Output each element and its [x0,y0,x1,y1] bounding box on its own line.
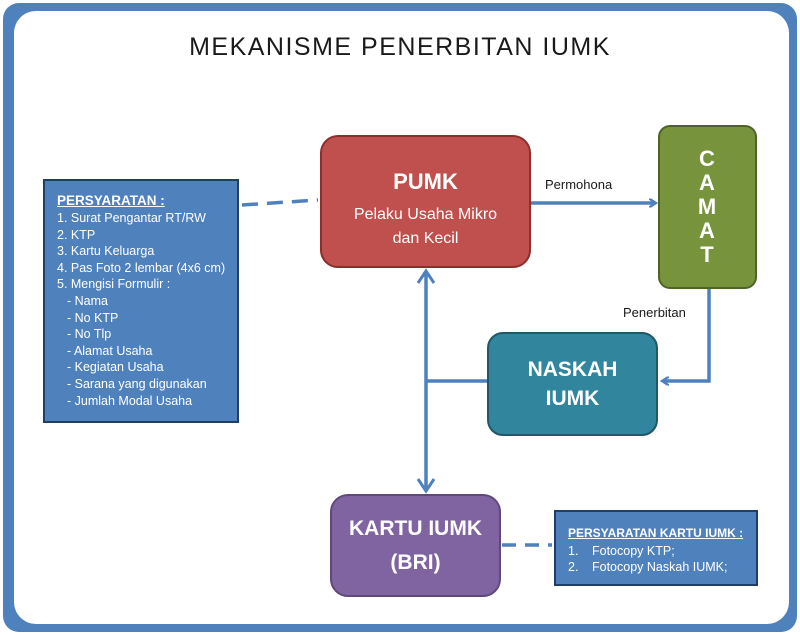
formulir-field: - Alamat Usaha [67,343,153,358]
arrowhead-up [416,268,436,284]
formulir-field: - Nama [67,293,108,308]
camat-letter: M [697,194,718,219]
persyaratan-kartu-item: 2. Fotocopy Naskah IUMK; [568,559,756,575]
persyaratan-kartu-title: PERSYARATAN KARTU IUMK : [568,526,744,540]
naskah-line2: IUMK [545,387,600,410]
pumk-subtitle: Pelaku Usaha Mikro dan Kecil [322,203,529,251]
kartu-iumk-box: KARTU IUMK (BRI) [330,494,501,597]
camat-letter: C [699,146,716,171]
persyaratan-item: 1. Surat Pengantar RT/RW [57,211,206,225]
pumk-box: PUMK Pelaku Usaha Mikro dan Kecil [320,135,531,268]
persyaratan-link [241,198,319,207]
permohonan-label: Permohona [545,177,613,192]
item-number: 2. [568,560,579,574]
persyaratan-kartu-box: PERSYARATAN KARTU IUMK : 1. Fotocopy KTP;… [554,510,758,586]
naskah-iumk-box: NASKAH IUMK [487,332,658,436]
pumk-subtitle-line2: dan Kecil [392,230,459,247]
pumk-heading: PUMK [393,169,458,194]
persyaratan-kartu-item: 1. Fotocopy KTP; [568,543,756,559]
arrowhead-down [416,478,436,494]
item-text: Fotocopy Naskah IUMK; [592,560,728,574]
item-text: Fotocopy KTP; [592,544,675,558]
pumk-subtitle-line1: Pelaku Usaha Mikro [353,206,498,223]
penerbitan-label: Penerbitan [623,305,686,320]
camat-box: C A M A T [658,125,757,289]
naskah-line1: NASKAH [527,358,618,381]
persyaratan-item: 4. Pas Foto 2 lembar (4x6 cm) [57,260,226,275]
formulir-field: - Sarana yang digunakan [67,376,207,391]
formulir-field: - No Tlp [67,327,112,342]
persyaratan-box: PERSYARATAN : 1. Surat Pengantar RT/RW 2… [43,179,239,423]
persyaratan-item: 2. KTP [57,227,96,242]
camat-letter: T [700,242,715,267]
diagram-title: MEKANISME PENERBITAN IUMK [189,33,611,61]
formulir-field: - No KTP [67,310,119,325]
formulir-field: - Kegiatan Usaha [67,360,164,375]
formulir-field: - Jumlah Modal Usaha [67,393,193,408]
persyaratan-item: 3. Kartu Keluarga [57,244,155,259]
penerbitan-arrow [663,289,711,381]
persyaratan-item: 5. Mengisi Formulir : [57,277,171,292]
persyaratan-title: PERSYARATAN : [57,193,165,208]
kartu-line2: (BRI) [390,550,441,574]
camat-letter: A [699,170,716,195]
kartu-line1: KARTU IUMK [349,516,482,540]
item-number: 1. [568,544,579,558]
camat-letter: A [699,218,716,243]
